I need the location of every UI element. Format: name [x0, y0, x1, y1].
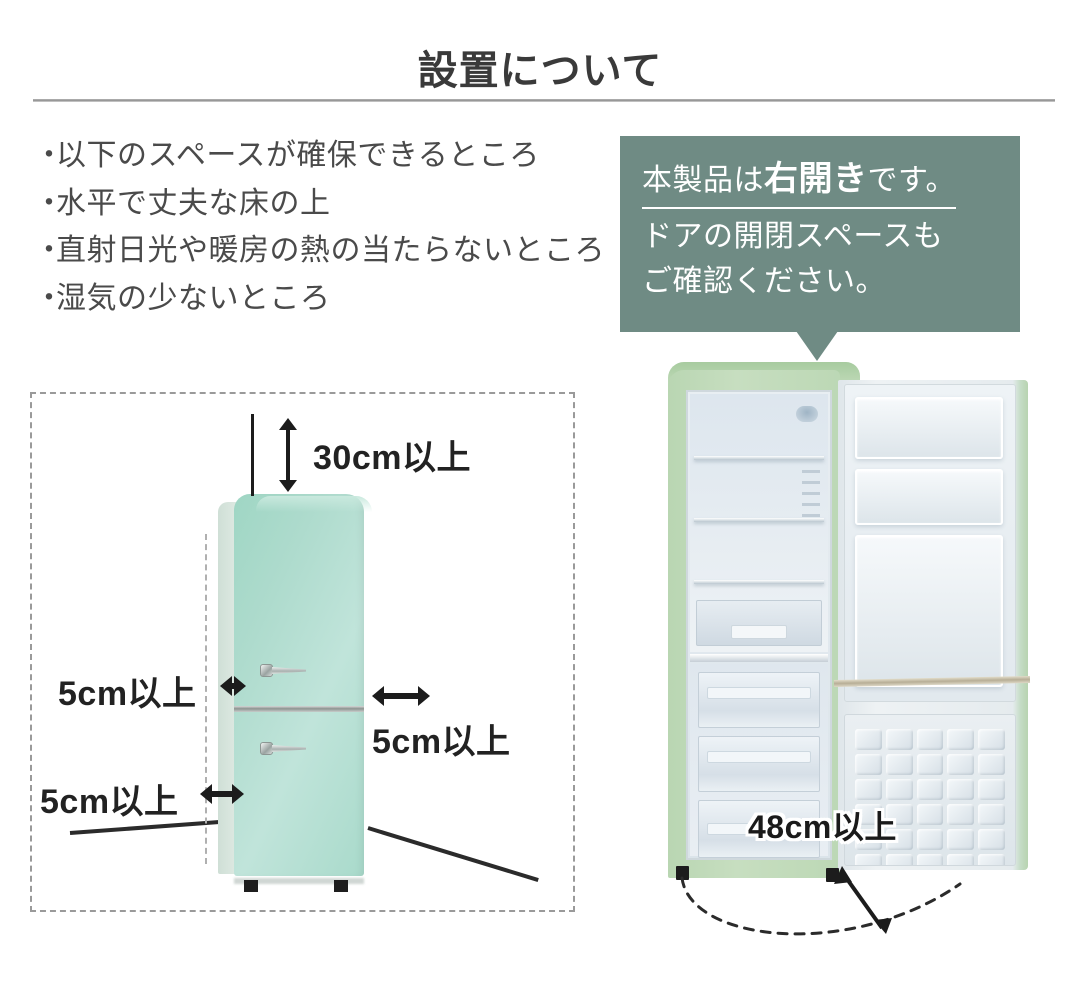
measurement-left-label: 5cm以上 — [58, 675, 197, 713]
page-title: 設置について — [417, 49, 663, 93]
horizontal-double-arrow-icon — [220, 676, 246, 696]
door-upper-liner — [844, 384, 1016, 702]
open-door — [838, 380, 1028, 870]
title-divider — [33, 99, 1055, 102]
freezer-basket — [698, 800, 820, 858]
compartment-divider — [690, 654, 828, 662]
handle-bar-icon — [272, 667, 306, 674]
list-item: ・ 以下のスペースが確保できるところ — [34, 135, 609, 178]
fridge-shelf — [694, 456, 824, 460]
measurement-tick-icon — [251, 414, 254, 496]
list-item-label: 以下のスペースが確保できるところ — [56, 139, 540, 172]
refrigerator-handle-upper — [260, 664, 306, 677]
list-item: ・ 水平で丈夫な床の上 — [34, 183, 609, 226]
door-bin — [855, 469, 1003, 525]
door-bin — [855, 397, 1003, 459]
bullet-icon: ・ — [34, 139, 65, 172]
refrigerator-foot-left — [244, 880, 258, 892]
refrigerator-door-divider — [234, 706, 364, 712]
bullet-icon: ・ — [34, 234, 65, 268]
fridge-compartment — [690, 394, 828, 652]
callout-line-1-prefix: 本製品は — [642, 164, 764, 197]
freezer-compartment — [690, 664, 828, 858]
crisper-drawer — [696, 600, 822, 646]
shelf-rails-icon — [802, 470, 820, 528]
handle-knob-icon — [260, 742, 273, 755]
refrigerator-closed-illustration — [218, 494, 372, 892]
measurement-right-label: 5cm以上 — [372, 723, 511, 761]
callout-line-3: ご確認ください。 — [642, 265, 886, 298]
list-item-label: 直射日光や暖房の熱の当たらないところ — [56, 234, 605, 268]
refrigerator-top-highlight — [256, 496, 372, 512]
callout-pointer-icon — [796, 331, 838, 361]
refrigerator-base-shadow — [234, 878, 364, 884]
refrigerator-foot-right — [334, 880, 348, 892]
door-swing-diagram: 48cm以上 — [620, 362, 1040, 942]
horizontal-double-arrow-icon — [372, 686, 430, 706]
handle-bar-icon — [272, 745, 306, 752]
refrigerator-interior — [686, 390, 832, 860]
bullet-icon: ・ — [34, 186, 65, 220]
fridge-shelf — [694, 580, 824, 584]
freezer-door-liner — [844, 714, 1016, 866]
callout-line-1-suffix: です。 — [867, 164, 956, 197]
door-direction-callout: 本製品は右開きです。 ドアの開閉スペースも ご確認ください。 — [620, 136, 1020, 332]
measurement-top-label: 30cm以上 — [313, 439, 471, 477]
door-swing-depth-label: 48cm以上 — [748, 809, 897, 845]
clearance-diagram: 30cm以上 5cm以上 5cm以上 5cm以上 — [30, 392, 575, 912]
callout-line-2: ドアの開閉スペースも — [642, 220, 944, 253]
interior-light-icon — [796, 406, 818, 422]
callout-line-1-emphasis: 右開き — [764, 160, 868, 198]
callout-line-1: 本製品は右開きです。 — [642, 154, 956, 209]
refrigerator-open-foot-left — [676, 866, 689, 880]
measurement-back-label: 5cm以上 — [40, 783, 179, 821]
freezer-basket — [698, 736, 820, 792]
refrigerator-body — [234, 494, 372, 876]
refrigerator-handle-lower — [260, 742, 306, 755]
ice-tray-pattern-icon — [855, 729, 1005, 865]
vertical-double-arrow-icon — [279, 418, 297, 492]
alignment-guide-line — [205, 534, 207, 864]
fridge-shelf — [694, 518, 824, 522]
horizontal-double-arrow-icon — [200, 784, 244, 804]
floor-line-right — [367, 826, 539, 882]
handle-knob-icon — [260, 664, 273, 677]
requirements-list: ・ 以下のスペースが確保できるところ ・ 水平で丈夫な床の上 ・ 直射日光や暖房… — [34, 135, 609, 325]
door-bin — [855, 535, 1003, 687]
list-item: ・ 直射日光や暖房の熱の当たらないところ — [34, 230, 609, 273]
bullet-icon: ・ — [34, 281, 65, 315]
list-item-label: 水平で丈夫な床の上 — [56, 186, 331, 220]
list-item: ・ 湿気の少ないところ — [34, 278, 609, 321]
list-item-label: 湿気の少ないところ — [56, 281, 331, 315]
refrigerator-open-foot-right — [826, 868, 839, 882]
freezer-basket — [698, 672, 820, 728]
